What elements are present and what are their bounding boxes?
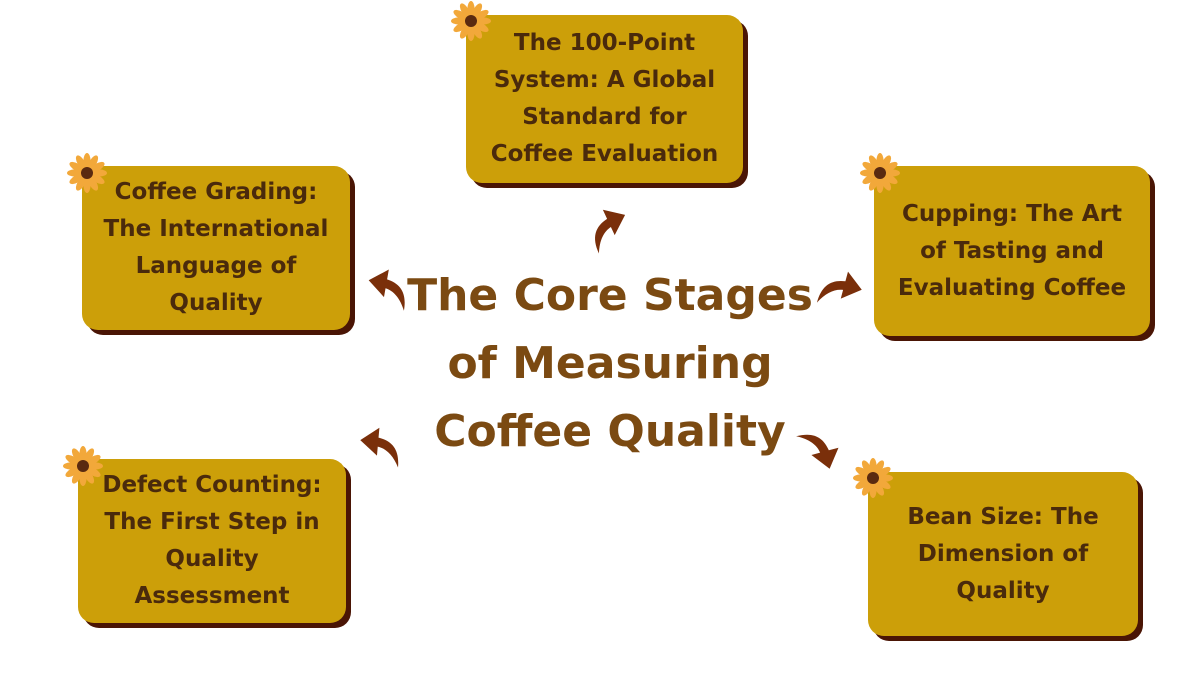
stage-box-bean-size: Bean Size: The Dimension of Quality (868, 472, 1138, 636)
curved-arrow-icon (358, 426, 402, 468)
stage-label: Coffee Grading: The International Langua… (103, 179, 329, 316)
stage-box-defect-counting: Defect Counting: The First Step in Quali… (78, 459, 346, 623)
curved-arrow-icon (582, 202, 636, 254)
stage-label: Bean Size: The Dimension of Quality (907, 503, 1099, 604)
flower-icon (63, 446, 103, 486)
stage-label: Cupping: The Art of Tasting and Evaluati… (897, 200, 1127, 301)
flower-icon (853, 458, 893, 498)
flower-icon (67, 153, 107, 193)
flower-icon (860, 153, 900, 193)
stage-label: Defect Counting: The First Step in Quali… (102, 472, 322, 609)
stage-box-coffee-grading: Coffee Grading: The International Langua… (82, 166, 350, 330)
center-title: The Core Stages of Measuring Coffee Qual… (407, 270, 813, 457)
flower-icon (451, 1, 491, 41)
stage-box-cupping: Cupping: The Art of Tasting and Evaluati… (874, 166, 1150, 336)
stage-box-100-point: The 100-Point System: A Global Standard … (466, 15, 743, 183)
stage-label: The 100-Point System: A Global Standard … (490, 30, 719, 167)
curved-arrow-icon (364, 266, 411, 311)
